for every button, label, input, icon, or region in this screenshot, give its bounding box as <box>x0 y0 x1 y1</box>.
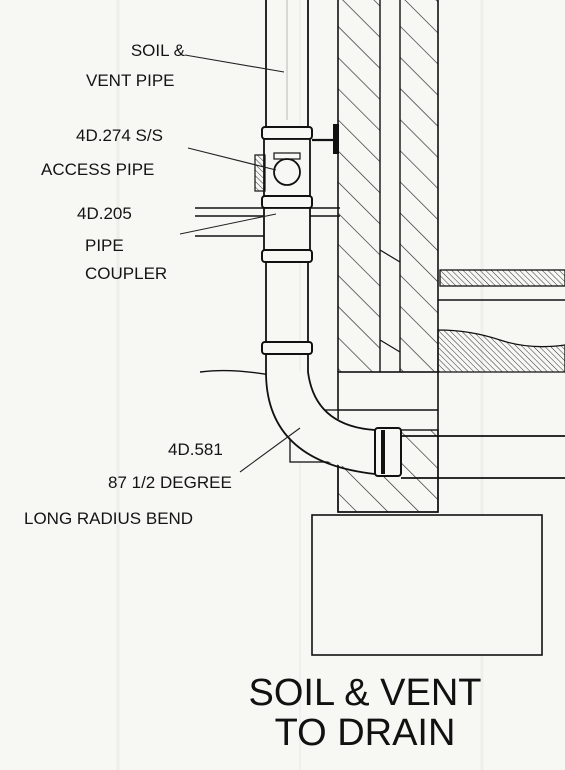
label-soil-vent-line2: VENT PIPE <box>86 71 175 90</box>
label-soil-vent-pipe-2: VENT PIPE <box>86 70 175 91</box>
leader-lines <box>179 54 301 473</box>
label-access-line2: ACCESS PIPE <box>41 160 155 179</box>
floor-slab <box>437 269 565 373</box>
label-coupler-line2: PIPE <box>85 236 124 255</box>
label-coupler-line1: 4D.205 <box>77 204 132 223</box>
label-pipe-coupler-2: PIPE <box>85 235 124 256</box>
label-bend-line1: 4D.581 <box>168 440 223 459</box>
label-pipe-coupler-3: COUPLER <box>85 263 167 284</box>
label-access-pipe: 4D.274 S/S <box>76 125 163 146</box>
brick-wall <box>337 0 439 372</box>
title-line2: TO DRAIN <box>274 712 456 754</box>
label-bend-line3: LONG RADIUS BEND <box>24 509 194 528</box>
label-coupler-line3: COUPLER <box>85 264 168 283</box>
label-access-pipe-2: ACCESS PIPE <box>41 159 154 180</box>
label-access-line1: 4D.274 S/S <box>76 126 163 145</box>
label-bend: 4D.581 <box>168 439 223 460</box>
title-line1: SOIL & VENT <box>248 672 482 714</box>
label-bend-line2: 87 1/2 DEGREE <box>108 473 232 492</box>
drawing-title: SOIL & VENT TO DRAIN <box>225 673 505 753</box>
foundation-block <box>311 514 543 656</box>
pipe-coupler <box>261 207 313 372</box>
label-bend-3: LONG RADIUS BEND <box>24 508 193 529</box>
label-bend-2: 87 1/2 DEGREE <box>108 472 232 493</box>
access-pipe <box>254 124 339 209</box>
label-soil-vent-line1: SOIL & <box>130 41 185 60</box>
soil-vent-pipe <box>265 0 309 130</box>
long-radius-bend <box>265 371 565 479</box>
label-soil-vent-pipe: SOIL & <box>121 40 185 61</box>
label-pipe-coupler: 4D.205 <box>77 203 132 224</box>
ground-line <box>199 369 271 376</box>
